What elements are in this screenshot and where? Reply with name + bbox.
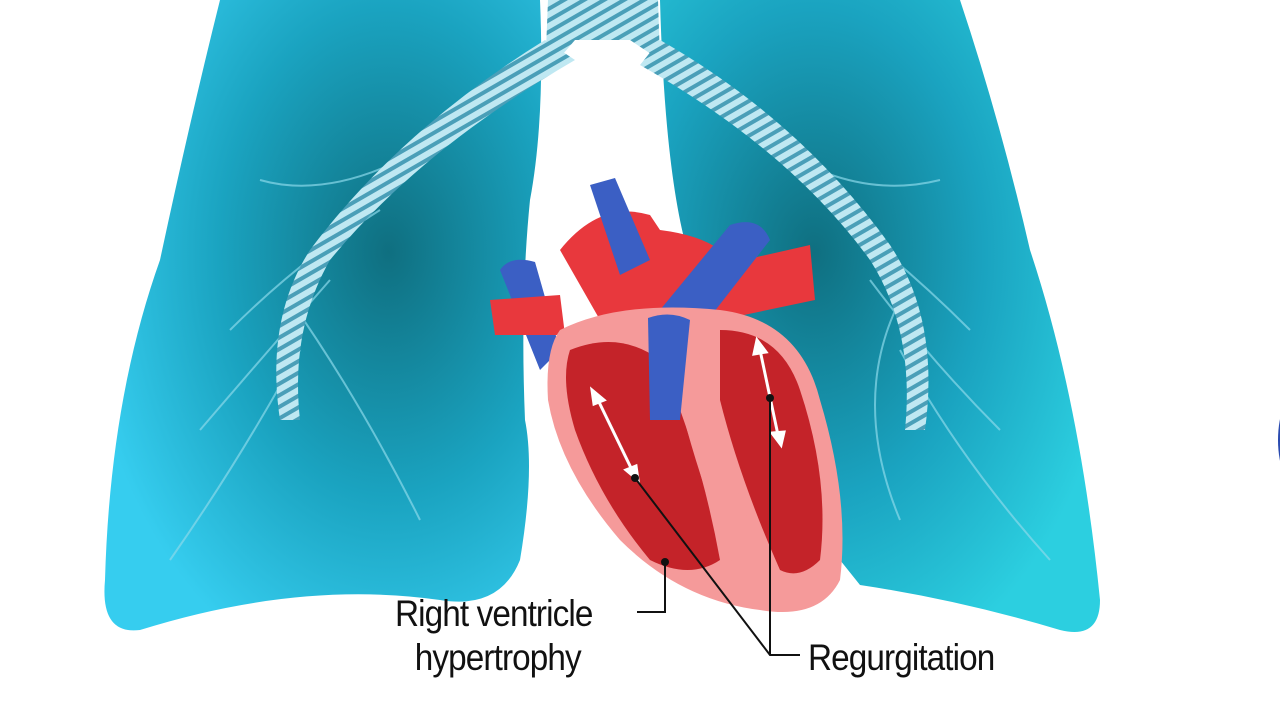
label-right-ventricle-hypertrophy: Right ventricle hypertrophy <box>395 592 593 680</box>
label-regurgitation: Regurgitation <box>808 637 995 678</box>
pulmonary-trunk <box>590 178 650 275</box>
heart <box>490 178 843 612</box>
right-bronchus <box>640 40 929 430</box>
left-ventricle <box>720 330 823 574</box>
trachea <box>545 0 660 75</box>
left-bronchus <box>276 40 575 420</box>
right-lung <box>660 0 1100 632</box>
rv-marker-dot <box>661 558 669 566</box>
leader-lines <box>634 398 800 656</box>
label-line-2: hypertrophy <box>414 637 582 678</box>
regurgitation-marker-dot <box>631 474 639 482</box>
vena-cava-inner <box>648 314 690 420</box>
vein-top <box>660 222 770 330</box>
pulmonary-artery-left <box>490 295 565 335</box>
regurgitation-marker-dot <box>766 394 774 402</box>
label-line-1: Right ventricle <box>395 593 593 634</box>
regurgitation-arrows <box>589 336 786 484</box>
